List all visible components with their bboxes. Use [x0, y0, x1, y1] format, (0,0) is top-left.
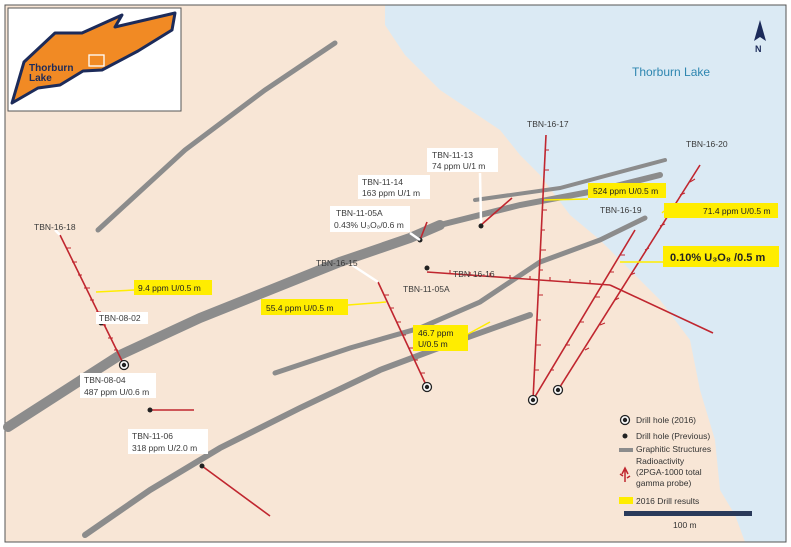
trace-TBN-11-13	[480, 197, 513, 226]
hole-detail: 0.43% U₃O₈/0.6 m	[334, 220, 404, 230]
hole-label-box	[128, 429, 208, 454]
radioactivity-ticks	[66, 149, 696, 374]
svg-text:Drill hole (2016): Drill hole (2016)	[636, 415, 696, 425]
trace-TBN-11-06	[201, 465, 271, 517]
hole-label: TBN-11-13	[432, 150, 473, 160]
svg-text:Graphitic Structures: Graphitic Structures	[636, 444, 711, 454]
svg-text:Drill hole (Previous): Drill hole (Previous)	[636, 431, 710, 441]
leader-lines	[54, 172, 483, 284]
svg-text:71.4 ppm U/0.5 m: 71.4 ppm U/0.5 m	[703, 206, 771, 216]
trace-TBN-16-20	[557, 164, 701, 391]
trace-TBN-16-16	[426, 271, 611, 286]
svg-text:2016 Drill results: 2016 Drill results	[636, 496, 699, 506]
collar-previous[interactable]	[478, 223, 484, 229]
legend-radioactivity: Radioactivity (2PGA-1000 total gamma pro…	[619, 456, 702, 488]
hole-label: TBN-16-20	[686, 139, 728, 149]
result-callout[interactable]: 9.4 ppm U/0.5 m	[134, 280, 212, 295]
svg-text:U/0.5 m: U/0.5 m	[418, 339, 448, 349]
graphitic-structures	[3, 40, 667, 538]
svg-text:524 ppm U/0.5 m: 524 ppm U/0.5 m	[593, 186, 658, 196]
inset-label: Lake	[29, 73, 52, 84]
hole-label-box	[80, 373, 156, 398]
structure-line	[272, 215, 648, 376]
inset-map: Thorburn Lake	[7, 7, 182, 112]
hole-detail: 163 ppm U/1 m	[362, 188, 420, 198]
legend-drill-2016: Drill hole (2016)	[619, 414, 696, 426]
lake-area	[385, 5, 786, 542]
hole-label: TBN-16-15	[316, 258, 358, 268]
result-callout[interactable]: 0.10% U₃O₈ /0.5 m	[663, 246, 779, 267]
hole-detail: 318 ppm U/2.0 m	[132, 443, 197, 453]
drill-traces	[59, 134, 714, 517]
structure-line	[473, 158, 667, 202]
hole-label: TBN-16-16	[453, 269, 495, 279]
hole-label: TBN-08-04	[84, 375, 126, 385]
hole-label: TBN-16-17	[527, 119, 569, 129]
trace-TBN-16-19	[532, 229, 636, 401]
north-arrow-icon: N	[754, 20, 766, 54]
svg-text:(2PGA-1000 total: (2PGA-1000 total	[636, 467, 702, 477]
hole-label: TBN-16-18	[34, 222, 76, 232]
lake-name: Thorburn Lake	[632, 65, 710, 79]
svg-text:0.10% U₃O₈ /0.5 m: 0.10% U₃O₈ /0.5 m	[670, 252, 765, 264]
collar-2016[interactable]	[421, 381, 433, 393]
scale-bar: 100 m	[624, 511, 752, 530]
legend: Drill hole (2016) Drill hole (Previous) …	[619, 414, 752, 530]
svg-text:Radioactivity: Radioactivity	[636, 456, 685, 466]
collar-previous[interactable]	[147, 407, 153, 413]
hole-label: TBN-11-06	[132, 431, 173, 441]
hole-label: TBN-11-14	[362, 177, 403, 187]
trace-TBN-16-16-ext	[609, 284, 714, 334]
trace-TBN-16-17	[532, 134, 547, 401]
hole-label: TBN-08-02	[99, 313, 141, 323]
legend-drill-previous: Drill hole (Previous)	[622, 431, 710, 441]
result-callout[interactable]: 71.4 ppm U/0.5 m	[664, 203, 778, 218]
collar-2016[interactable]	[118, 359, 130, 371]
inset-label: Thorburn	[29, 63, 73, 74]
svg-text:55.4 ppm U/0.5 m: 55.4 ppm U/0.5 m	[266, 303, 334, 313]
collar-2016[interactable]	[552, 384, 564, 396]
result-callout[interactable]: 46.7 ppm U/0.5 m	[413, 325, 468, 351]
svg-text:N: N	[755, 44, 762, 54]
hole-label-box	[358, 175, 430, 199]
collar-previous[interactable]	[424, 265, 430, 271]
inset-shape	[10, 11, 177, 105]
drill-collars	[98, 223, 564, 469]
structure-line	[3, 220, 445, 432]
hole-label-box	[330, 206, 410, 232]
legend-results: 2016 Drill results	[619, 496, 699, 506]
hole-detail: 487 ppm U/0.6 m	[84, 387, 149, 397]
svg-text:46.7 ppm: 46.7 ppm	[418, 328, 453, 338]
structure-line	[95, 40, 338, 233]
hole-label: TBN-16-19	[600, 205, 642, 215]
legend-structures: Graphitic Structures	[619, 444, 711, 454]
hole-label-box	[96, 312, 148, 324]
result-callout[interactable]: 55.4 ppm U/0.5 m	[261, 299, 348, 315]
result-callout[interactable]: 524 ppm U/0.5 m	[588, 183, 666, 198]
hole-detail: 74 ppm U/1 m	[432, 161, 485, 171]
hole-label: TBN-11-05A	[403, 284, 450, 294]
hole-label: TBN-11-05A	[336, 208, 383, 218]
map-border	[4, 4, 787, 543]
trace-TBN-11-05A	[419, 221, 428, 241]
svg-text:9.4 ppm U/0.5 m: 9.4 ppm U/0.5 m	[138, 283, 201, 293]
hole-labels: TBN-16-17 TBN-16-20 TBN-16-19 TBN-16-18 …	[34, 119, 728, 454]
inset-location-box	[88, 54, 105, 67]
collar-previous[interactable]	[199, 463, 205, 469]
collar-2016[interactable]	[527, 394, 539, 406]
result-callouts: 524 ppm U/0.5 m 71.4 ppm U/0.5 m 0.10% U…	[134, 183, 779, 351]
svg-text:100 m: 100 m	[673, 520, 697, 530]
svg-text:gamma probe): gamma probe)	[636, 478, 691, 488]
hole-label-box	[427, 148, 498, 172]
